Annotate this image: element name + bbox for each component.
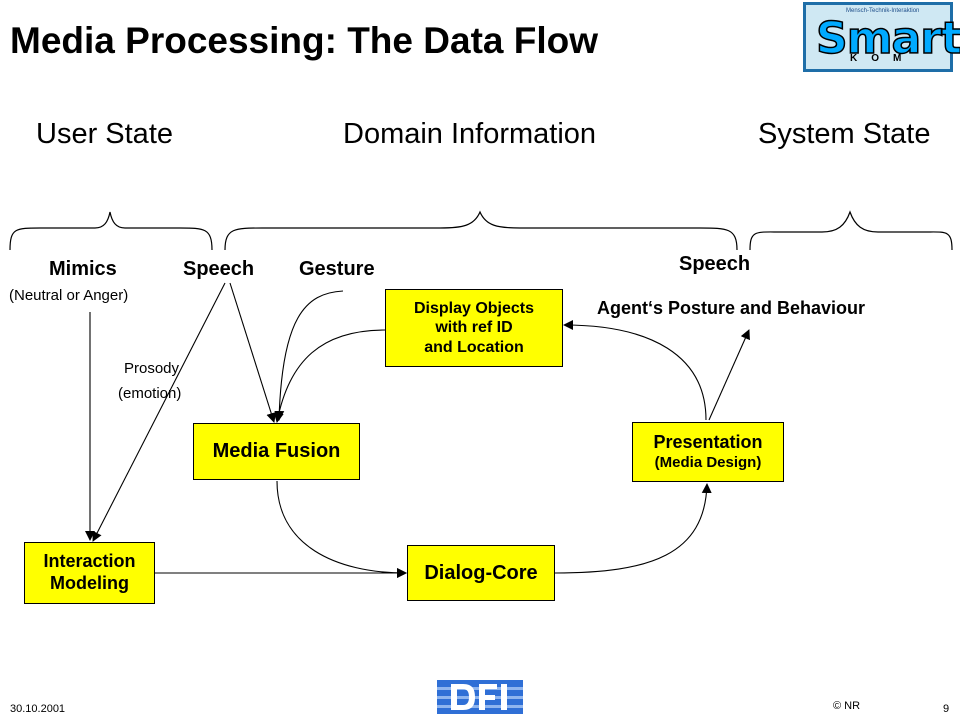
presentation-label: Presentation — [653, 431, 763, 452]
footer-page-number: 9 — [943, 703, 950, 715]
display-objects-line-1: Display Objects — [413, 299, 535, 317]
brace-user-state — [9, 211, 213, 251]
logo-sub: KOM — [850, 53, 916, 64]
box-media-fusion: Media Fusion — [193, 423, 360, 480]
arrow-fusion-to-dialog — [276, 480, 407, 578]
label-speech-input: Speech — [183, 258, 255, 280]
label-mimics: Mimics — [49, 258, 117, 280]
slide-title: Media Processing: The Data Flow — [10, 20, 599, 61]
section-system-state: System State — [758, 118, 931, 150]
smartkom-logo: Mensch-Technik-Interaktion Smart KOM — [803, 2, 960, 72]
footer-copyright: © NR — [833, 700, 861, 712]
label-emotion: (emotion) — [118, 385, 182, 402]
footer-date: 30.10.2001 — [10, 703, 66, 715]
section-user-state: User State — [36, 118, 173, 150]
dialog-core-label: Dialog-Core — [424, 561, 538, 584]
label-speech-output: Speech — [679, 253, 751, 275]
arrow-speech-to-interaction — [92, 282, 226, 542]
arrow-presentation-to-display — [563, 320, 707, 421]
box-dialog-core: Dialog-Core — [407, 545, 555, 601]
label-agent-behaviour: Agent‘s Posture and Behaviour — [597, 298, 866, 318]
label-gesture: Gesture — [299, 258, 375, 280]
box-interaction-modeling: Interaction Modeling — [24, 542, 155, 604]
logo-word: Smart — [815, 12, 960, 65]
interaction-modeling-line-2: Modeling — [50, 573, 129, 593]
arrow-gesture-to-fusion — [274, 290, 344, 421]
label-prosody: Prosody — [124, 360, 180, 377]
logo-tagline: Mensch-Technik-Interaktion — [846, 8, 920, 14]
arrow-speech-to-fusion — [229, 282, 277, 423]
label-mimics-values: (Neutral or Anger) — [9, 287, 129, 304]
arrow-dialog-to-presentation — [554, 483, 712, 574]
dfki-logo — [437, 680, 523, 714]
display-objects-line-2: with ref ID — [435, 319, 513, 337]
section-domain-information: Domain Information — [343, 118, 597, 150]
box-display-objects: Display Objects with ref ID and Location — [385, 289, 563, 367]
box-presentation: Presentation (Media Design) — [632, 422, 784, 482]
interaction-modeling-line-1: Interaction — [43, 551, 136, 572]
brace-domain-information — [224, 210, 738, 251]
display-objects-line-3: and Location — [424, 338, 524, 356]
arrow-presentation-to-agent — [708, 329, 750, 421]
media-fusion-label: Media Fusion — [212, 440, 341, 463]
brace-system-state — [749, 210, 953, 251]
presentation-sublabel: (Media Design) — [654, 453, 762, 471]
arrow-display-to-fusion — [273, 329, 386, 423]
